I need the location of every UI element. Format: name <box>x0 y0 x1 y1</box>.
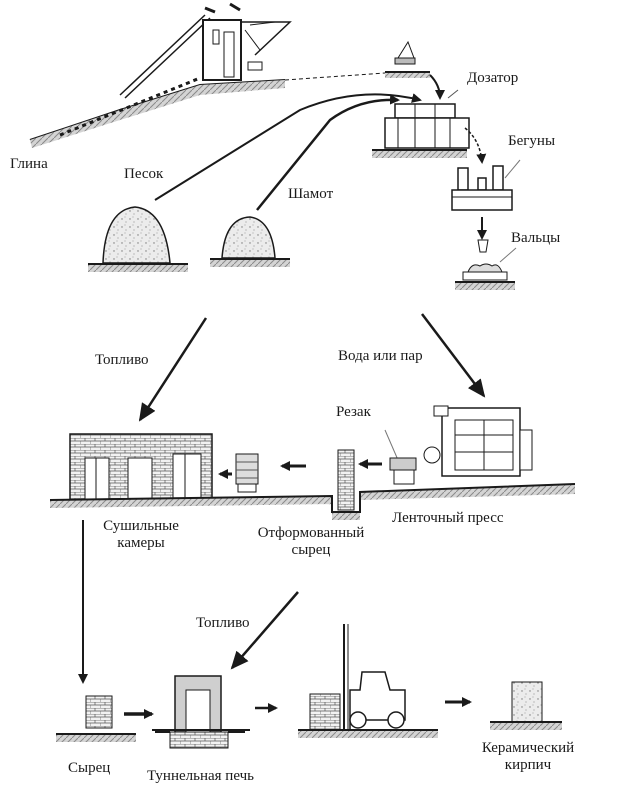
label-belt-press: Ленточный пресс <box>392 510 504 526</box>
rollers-illustration <box>455 239 517 290</box>
label-tunnel-kiln: Туннельная печь <box>147 768 254 784</box>
formed-raw-brick-illustration <box>337 449 355 511</box>
label-formed-raw: Отформованный сырец <box>236 525 386 559</box>
process-arrows-row2 <box>218 459 382 479</box>
fuel-arrow-to-kiln <box>230 591 299 670</box>
raw-brick-stack-illustration <box>56 695 154 742</box>
label-formed-raw-line2: сырец <box>291 542 331 558</box>
label-ceramic-brick-line1: Керамический <box>481 740 575 756</box>
cutter-illustration <box>384 429 417 485</box>
material-flow-arrows <box>154 93 422 211</box>
fuel-arrow-to-dryer <box>138 317 208 422</box>
runners-illustration <box>451 159 521 240</box>
ground-row2 <box>49 483 576 520</box>
label-drying-chambers-line2: камеры <box>117 535 165 551</box>
label-clay: Глина <box>10 156 48 172</box>
label-formed-raw-line1: Отформованный <box>257 525 365 541</box>
label-runners: Бегуны <box>508 133 556 149</box>
label-fuel-top: Топливо <box>95 352 149 368</box>
sand-pile-illustration <box>88 206 188 272</box>
label-dispenser: Дозатор <box>467 70 519 86</box>
chamotte-pile-illustration <box>210 216 290 267</box>
clay-feed-hopper-illustration <box>385 40 445 100</box>
brick-cart-illustration <box>235 453 259 493</box>
label-ceramic-brick-line2: кирпич <box>504 757 552 773</box>
label-cutter: Резак <box>336 404 371 420</box>
label-fuel-bottom: Топливо <box>196 615 250 631</box>
label-sand: Песок <box>124 166 164 182</box>
label-raw-brick: Сырец <box>68 760 111 776</box>
dispenser-illustration <box>372 89 487 164</box>
label-drying-chambers: Сушильные камеры <box>86 518 196 552</box>
excavator-illustration <box>29 2 386 148</box>
label-chamotte: Шамот <box>288 186 334 202</box>
label-drying-chambers-line1: Сушильные <box>103 518 179 534</box>
forklift-illustration <box>298 624 472 738</box>
tunnel-kiln-illustration <box>155 675 278 749</box>
label-rollers: Вальцы <box>511 230 561 246</box>
drying-chambers-illustration <box>69 433 213 501</box>
belt-press-illustration <box>423 405 533 477</box>
water-arrow-to-press <box>421 313 486 398</box>
label-ceramic-brick: Керамический кирпич <box>468 740 588 774</box>
ceramic-brick-stack-illustration <box>490 681 562 730</box>
label-water-steam: Вода или пар <box>338 348 423 364</box>
